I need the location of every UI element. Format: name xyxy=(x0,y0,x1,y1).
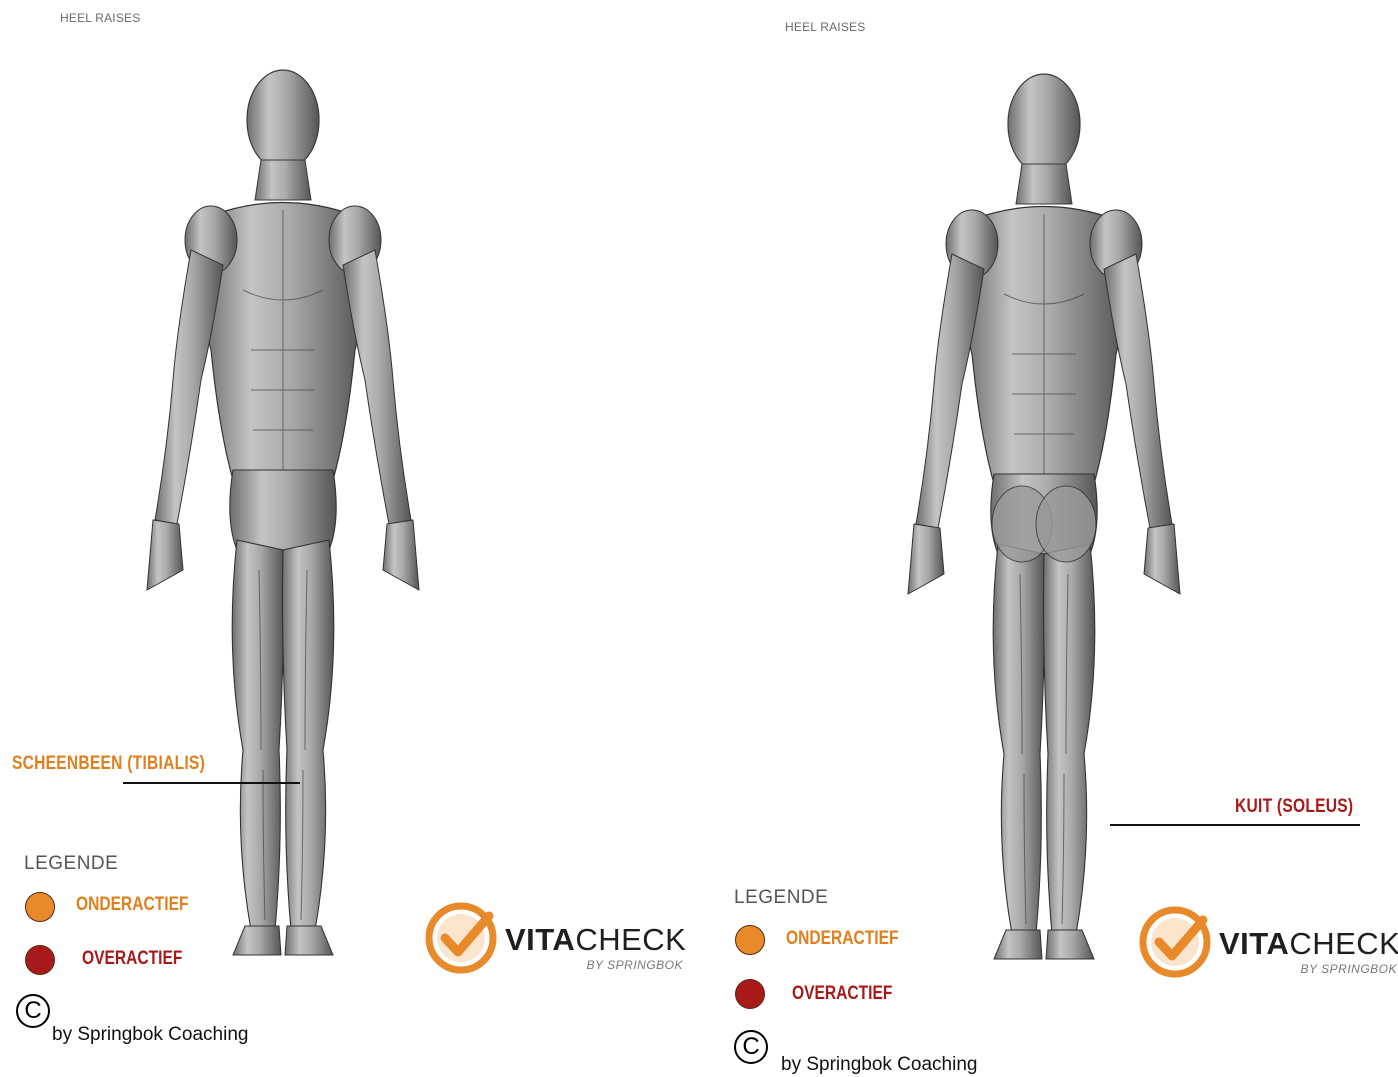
anatomy-back-icon xyxy=(894,54,1194,974)
copyright-text: by Springbok Coaching xyxy=(781,1054,977,1076)
logo-wordmark: VITACHECK xyxy=(505,922,686,958)
vitacheck-logo: VITACHECK BY SPRINGBOK xyxy=(1137,900,1397,990)
legend-title: LEGENDE xyxy=(24,853,118,875)
page-title: HEEL RAISES xyxy=(60,11,140,25)
legend-underactive-label: ONDERACTIEF xyxy=(786,928,899,950)
checkmark-circle-icon xyxy=(423,896,503,980)
logo-wordmark: VITACHECK xyxy=(1219,926,1398,962)
legend-overactive-dot xyxy=(25,945,55,975)
legend-overactive-label: OVERACTIEF xyxy=(82,948,182,970)
vitacheck-logo: VITACHECK BY SPRINGBOK xyxy=(423,896,683,986)
legend-underactive-label: ONDERACTIEF xyxy=(76,894,189,916)
page-title: HEEL RAISES xyxy=(785,20,865,34)
legend-underactive-dot xyxy=(735,925,765,955)
checkmark-circle-icon xyxy=(1137,900,1217,984)
copyright-icon: C xyxy=(734,1030,768,1064)
legend-title: LEGENDE xyxy=(734,887,828,909)
legend-overactive-dot xyxy=(735,979,765,1009)
muscle-label-soleus: KUIT (SOLEUS) xyxy=(1235,796,1353,818)
logo-subtitle: BY SPRINGBOK xyxy=(1301,962,1397,976)
front-panel: HEEL RAISES SCHEENBEEN (TIBIALIS) LEGEND… xyxy=(0,0,699,1077)
leader-line xyxy=(123,782,300,784)
copyright-icon: C xyxy=(16,994,50,1028)
anatomy-front-icon xyxy=(133,50,433,970)
back-panel: HEEL RAISES KUIT (SOLEUS) LEGENDE ONDERA… xyxy=(699,0,1398,1077)
legend-overactive-label: OVERACTIEF xyxy=(792,983,892,1005)
logo-subtitle: BY SPRINGBOK xyxy=(587,958,683,972)
legend-underactive-dot xyxy=(25,892,55,922)
muscle-label-tibialis: SCHEENBEEN (TIBIALIS) xyxy=(12,753,205,775)
leader-line xyxy=(1110,824,1360,826)
copyright-text: by Springbok Coaching xyxy=(52,1024,248,1046)
